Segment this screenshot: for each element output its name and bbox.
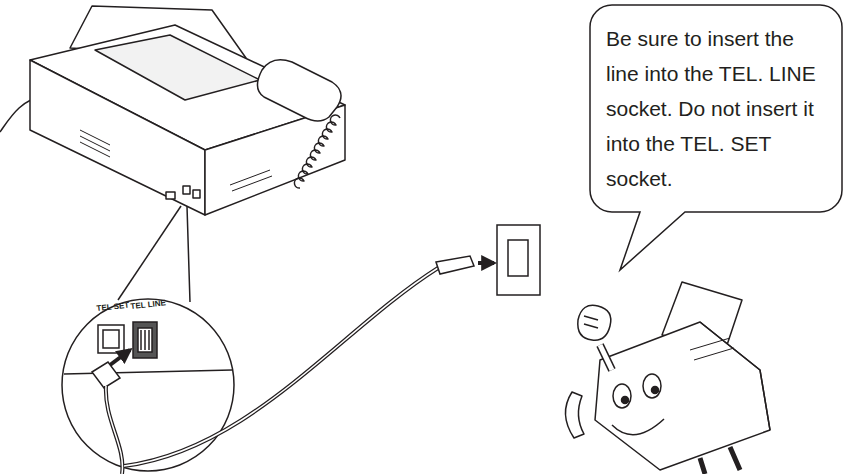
side-face — [205, 105, 345, 215]
socket-inner — [103, 330, 119, 348]
pupil — [622, 397, 629, 404]
plug — [92, 362, 120, 388]
document-slot — [95, 35, 260, 100]
eye — [643, 374, 661, 398]
socket — [183, 186, 190, 194]
cord — [106, 386, 123, 474]
magnifier — [62, 206, 234, 471]
bubble-text: Be sure to insert the line into the TEL.… — [606, 21, 828, 196]
socket — [193, 190, 200, 198]
vent-line — [80, 130, 110, 145]
body-edge — [700, 322, 770, 430]
wall-plate — [497, 225, 540, 295]
vent-line — [232, 176, 272, 191]
eye — [613, 384, 631, 408]
speech-bubble: Be sure to insert the line into the TEL.… — [590, 5, 842, 212]
wall-plug — [436, 256, 474, 274]
character-body — [595, 322, 770, 470]
magnifier-circle — [62, 299, 234, 471]
fist — [578, 305, 611, 340]
wall-socket — [508, 240, 528, 276]
cord — [124, 268, 438, 466]
legs — [700, 447, 740, 474]
vent-line — [230, 170, 270, 185]
arm — [600, 345, 612, 370]
panel-lines — [690, 338, 734, 360]
plug — [166, 192, 175, 199]
wall-jack — [436, 225, 540, 295]
fingers — [584, 316, 598, 328]
fax-machine — [0, 6, 345, 215]
socket-pin — [144, 330, 146, 350]
vents — [80, 130, 272, 191]
socket-pin — [140, 330, 142, 350]
handset — [257, 60, 341, 121]
fax-character — [565, 282, 770, 474]
panel-edge — [64, 370, 232, 374]
arm — [600, 345, 612, 370]
cord — [106, 386, 123, 474]
bubble-outline — [590, 5, 842, 270]
tel-set-socket — [98, 325, 124, 353]
coiled-cord — [294, 115, 340, 188]
tel-line-socket — [133, 322, 157, 358]
socket-inner — [138, 328, 152, 352]
leader-line — [118, 206, 181, 300]
phone-cord — [106, 268, 438, 474]
leader-line — [187, 206, 190, 302]
plug-arrow — [478, 261, 494, 265]
pupil — [652, 387, 659, 394]
vent-line — [80, 136, 110, 151]
mouth — [612, 419, 664, 435]
vent-line — [80, 142, 110, 157]
character-handset — [565, 392, 584, 438]
socket-pin — [148, 330, 150, 350]
cord — [124, 268, 438, 466]
